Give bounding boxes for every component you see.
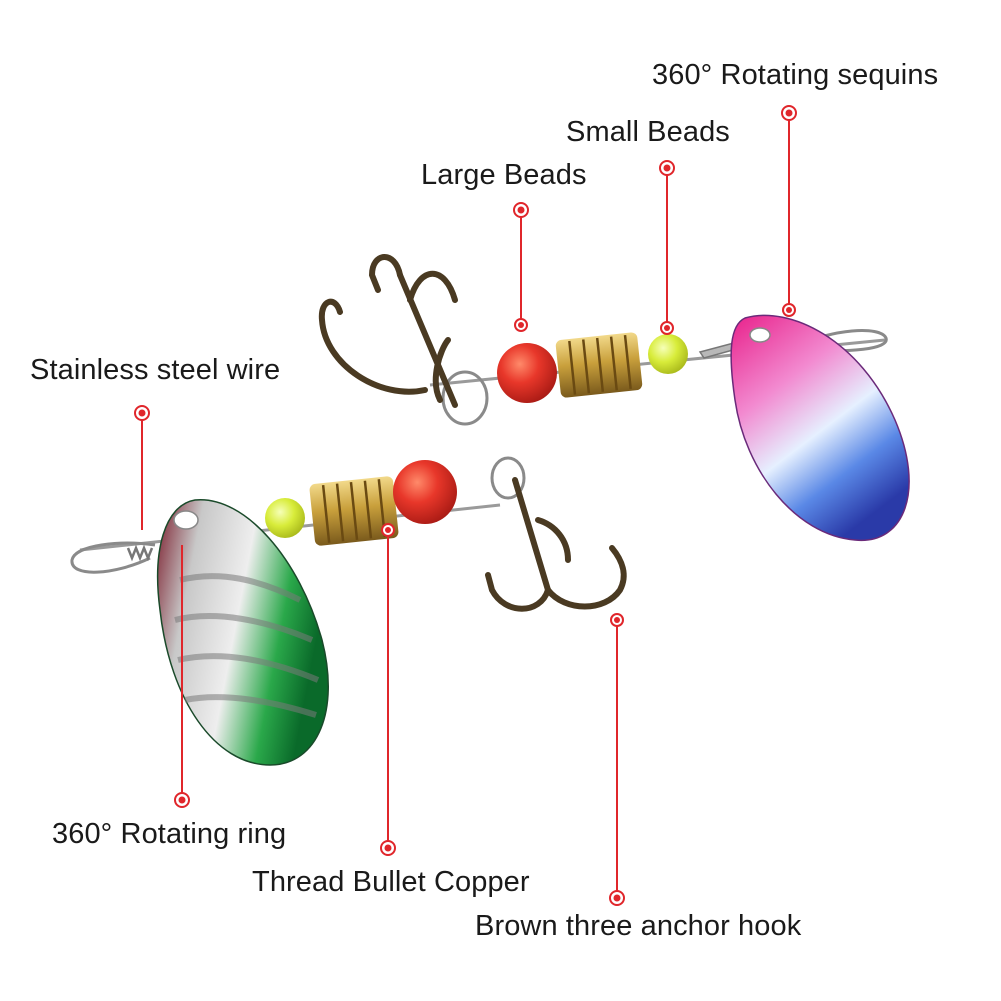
callout-dot-anchor-hook [609, 890, 625, 906]
lower-hook-eye [490, 456, 526, 500]
label-anchor-hook: Brown three anchor hook [475, 910, 802, 942]
callout-dot-anchor-hook-top [610, 613, 624, 627]
lower-lure [70, 456, 627, 766]
callout-dot-large-beads-end [514, 318, 528, 332]
lower-treble-hook [485, 477, 627, 612]
lower-blade-sequin [156, 499, 329, 766]
label-large-beads: Large Beads [421, 159, 587, 191]
callout-dot-rotating-ring [174, 792, 190, 808]
upper-hook-eye [441, 370, 489, 426]
label-stainless-wire: Stainless steel wire [30, 354, 281, 386]
callout-dots [134, 105, 797, 906]
lower-wire-loop [70, 541, 156, 574]
label-thread-bullet: Thread Bullet Copper [252, 866, 530, 898]
callout-dot-rotating-sequins [781, 105, 797, 121]
upper-small-bead [648, 334, 688, 374]
label-rotating-sequins: 360° Rotating sequins [652, 59, 939, 91]
lower-large-bead [393, 460, 457, 524]
upper-treble-hook [318, 254, 458, 408]
lower-blade-hole [173, 510, 199, 530]
upper-blade-sequin [730, 314, 910, 541]
callout-dot-thread-bullet [380, 840, 396, 856]
lower-wire-coil [126, 544, 154, 562]
callout-dot-thread-bullet-top [381, 523, 395, 537]
label-rotating-ring: 360° Rotating ring [52, 818, 287, 850]
callout-dot-stainless-wire [134, 405, 150, 421]
upper-blade-hole [749, 327, 771, 343]
callout-dot-rotating-sequins-end [782, 303, 796, 317]
callout-lines [141, 113, 790, 898]
lower-small-bead [265, 498, 305, 538]
label-small-beads: Small Beads [566, 116, 730, 148]
callout-dot-small-beads [659, 160, 675, 176]
upper-lure [318, 254, 910, 541]
callout-dot-large-beads [513, 202, 529, 218]
callout-dot-small-beads-end [660, 321, 674, 335]
upper-large-bead [497, 343, 557, 403]
